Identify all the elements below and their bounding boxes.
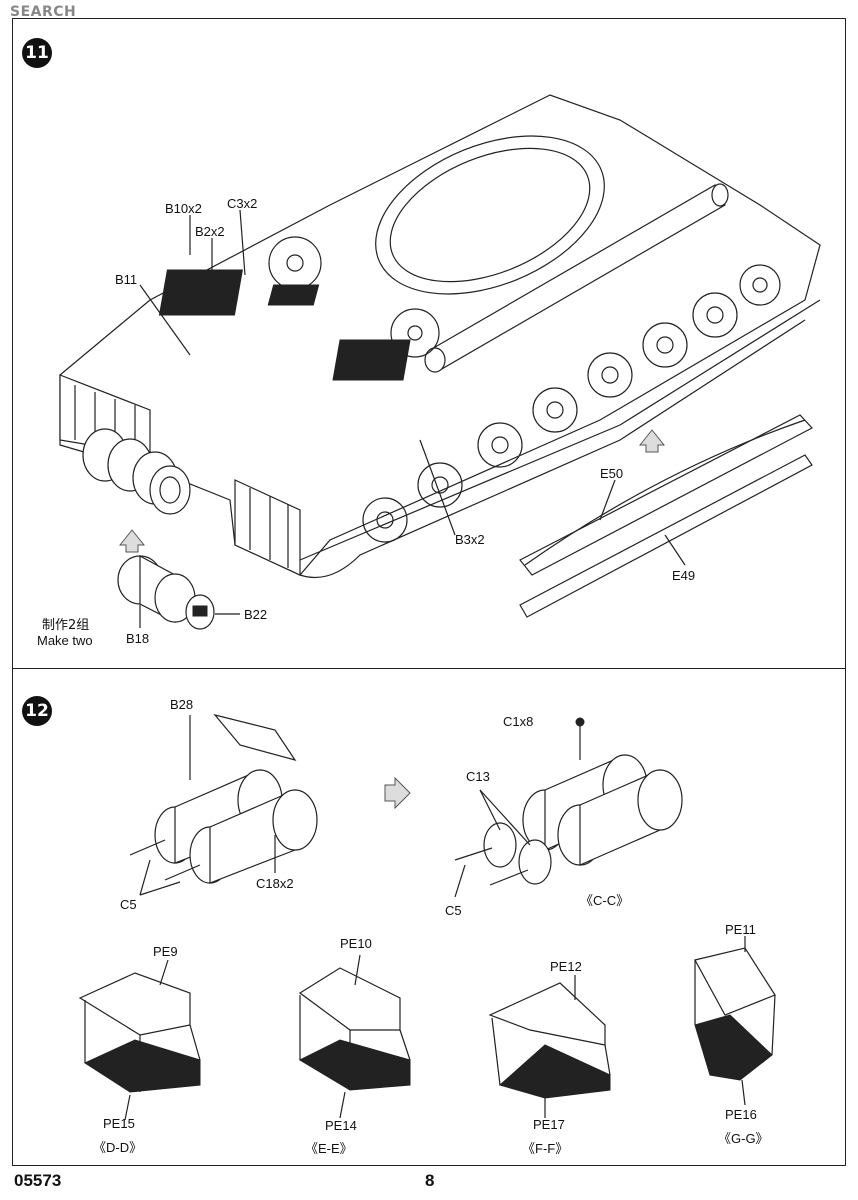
kit-number: 05573 <box>14 1171 62 1190</box>
step-number-badge: 11 <box>22 38 52 68</box>
step-divider <box>12 668 846 669</box>
part-label-c5: C5 <box>120 897 137 912</box>
pe-box-ff <box>488 975 611 1118</box>
part-label-pe11: PE11 <box>725 922 756 937</box>
part-label-c1: C1x8 <box>503 714 534 729</box>
assembly-arrows-11 <box>118 429 666 553</box>
part-label-pe10: PE10 <box>340 936 372 951</box>
part-label-e50: E50 <box>600 466 624 481</box>
fuel-drums-left <box>129 713 318 896</box>
part-label-pe12: PE12 <box>550 959 582 974</box>
fuel-drums-right <box>454 717 683 898</box>
view-label-gg: 《G-G》 <box>718 1131 769 1146</box>
pe-box-gg <box>694 936 776 1106</box>
part-label-c5: C5 <box>445 903 462 918</box>
fender-rails <box>519 414 813 618</box>
part-label-b10: B10x2 <box>165 201 202 216</box>
part-label-c18: C18x2 <box>256 876 294 891</box>
part-label-pe9: PE9 <box>153 944 178 959</box>
make-two-note-cn: 制作2组 <box>42 618 90 633</box>
pe-box-ee <box>298 954 411 1119</box>
part-label-b3: B3x2 <box>455 532 485 547</box>
part-label-c3: C3x2 <box>227 196 258 211</box>
make-two-note-en: Make two <box>37 633 93 648</box>
tank-hull-drawing <box>59 94 821 579</box>
exhaust-subassembly <box>117 554 240 630</box>
part-label-b28: B28 <box>170 697 194 712</box>
page-number: 8 <box>425 1171 435 1190</box>
part-label-pe16: PE16 <box>725 1107 757 1122</box>
part-label-e49: E49 <box>672 568 696 583</box>
view-label-ee: 《E-E》 <box>305 1141 353 1156</box>
part-label-pe15: PE15 <box>103 1116 135 1131</box>
part-label-b22: B22 <box>244 607 268 622</box>
step-number-badge: 12 <box>22 696 52 726</box>
part-label-pe17: PE17 <box>533 1117 565 1132</box>
part-label-b11: B11 <box>115 272 138 287</box>
watermark: SEARCH <box>10 4 77 20</box>
part-label-b2: B2x2 <box>195 224 225 239</box>
part-label-pe14: PE14 <box>325 1118 357 1133</box>
view-label-cc: 《C-C》 <box>580 893 630 908</box>
view-label-dd: 《D-D》 <box>93 1140 143 1155</box>
transition-arrow-12 <box>384 776 411 810</box>
page-frame <box>12 18 846 1166</box>
part-label-c13: C13 <box>466 769 490 784</box>
pe-box-dd <box>78 959 201 1121</box>
part-label-b18: B18 <box>126 631 150 646</box>
view-label-ff: 《F-F》 <box>522 1141 569 1156</box>
